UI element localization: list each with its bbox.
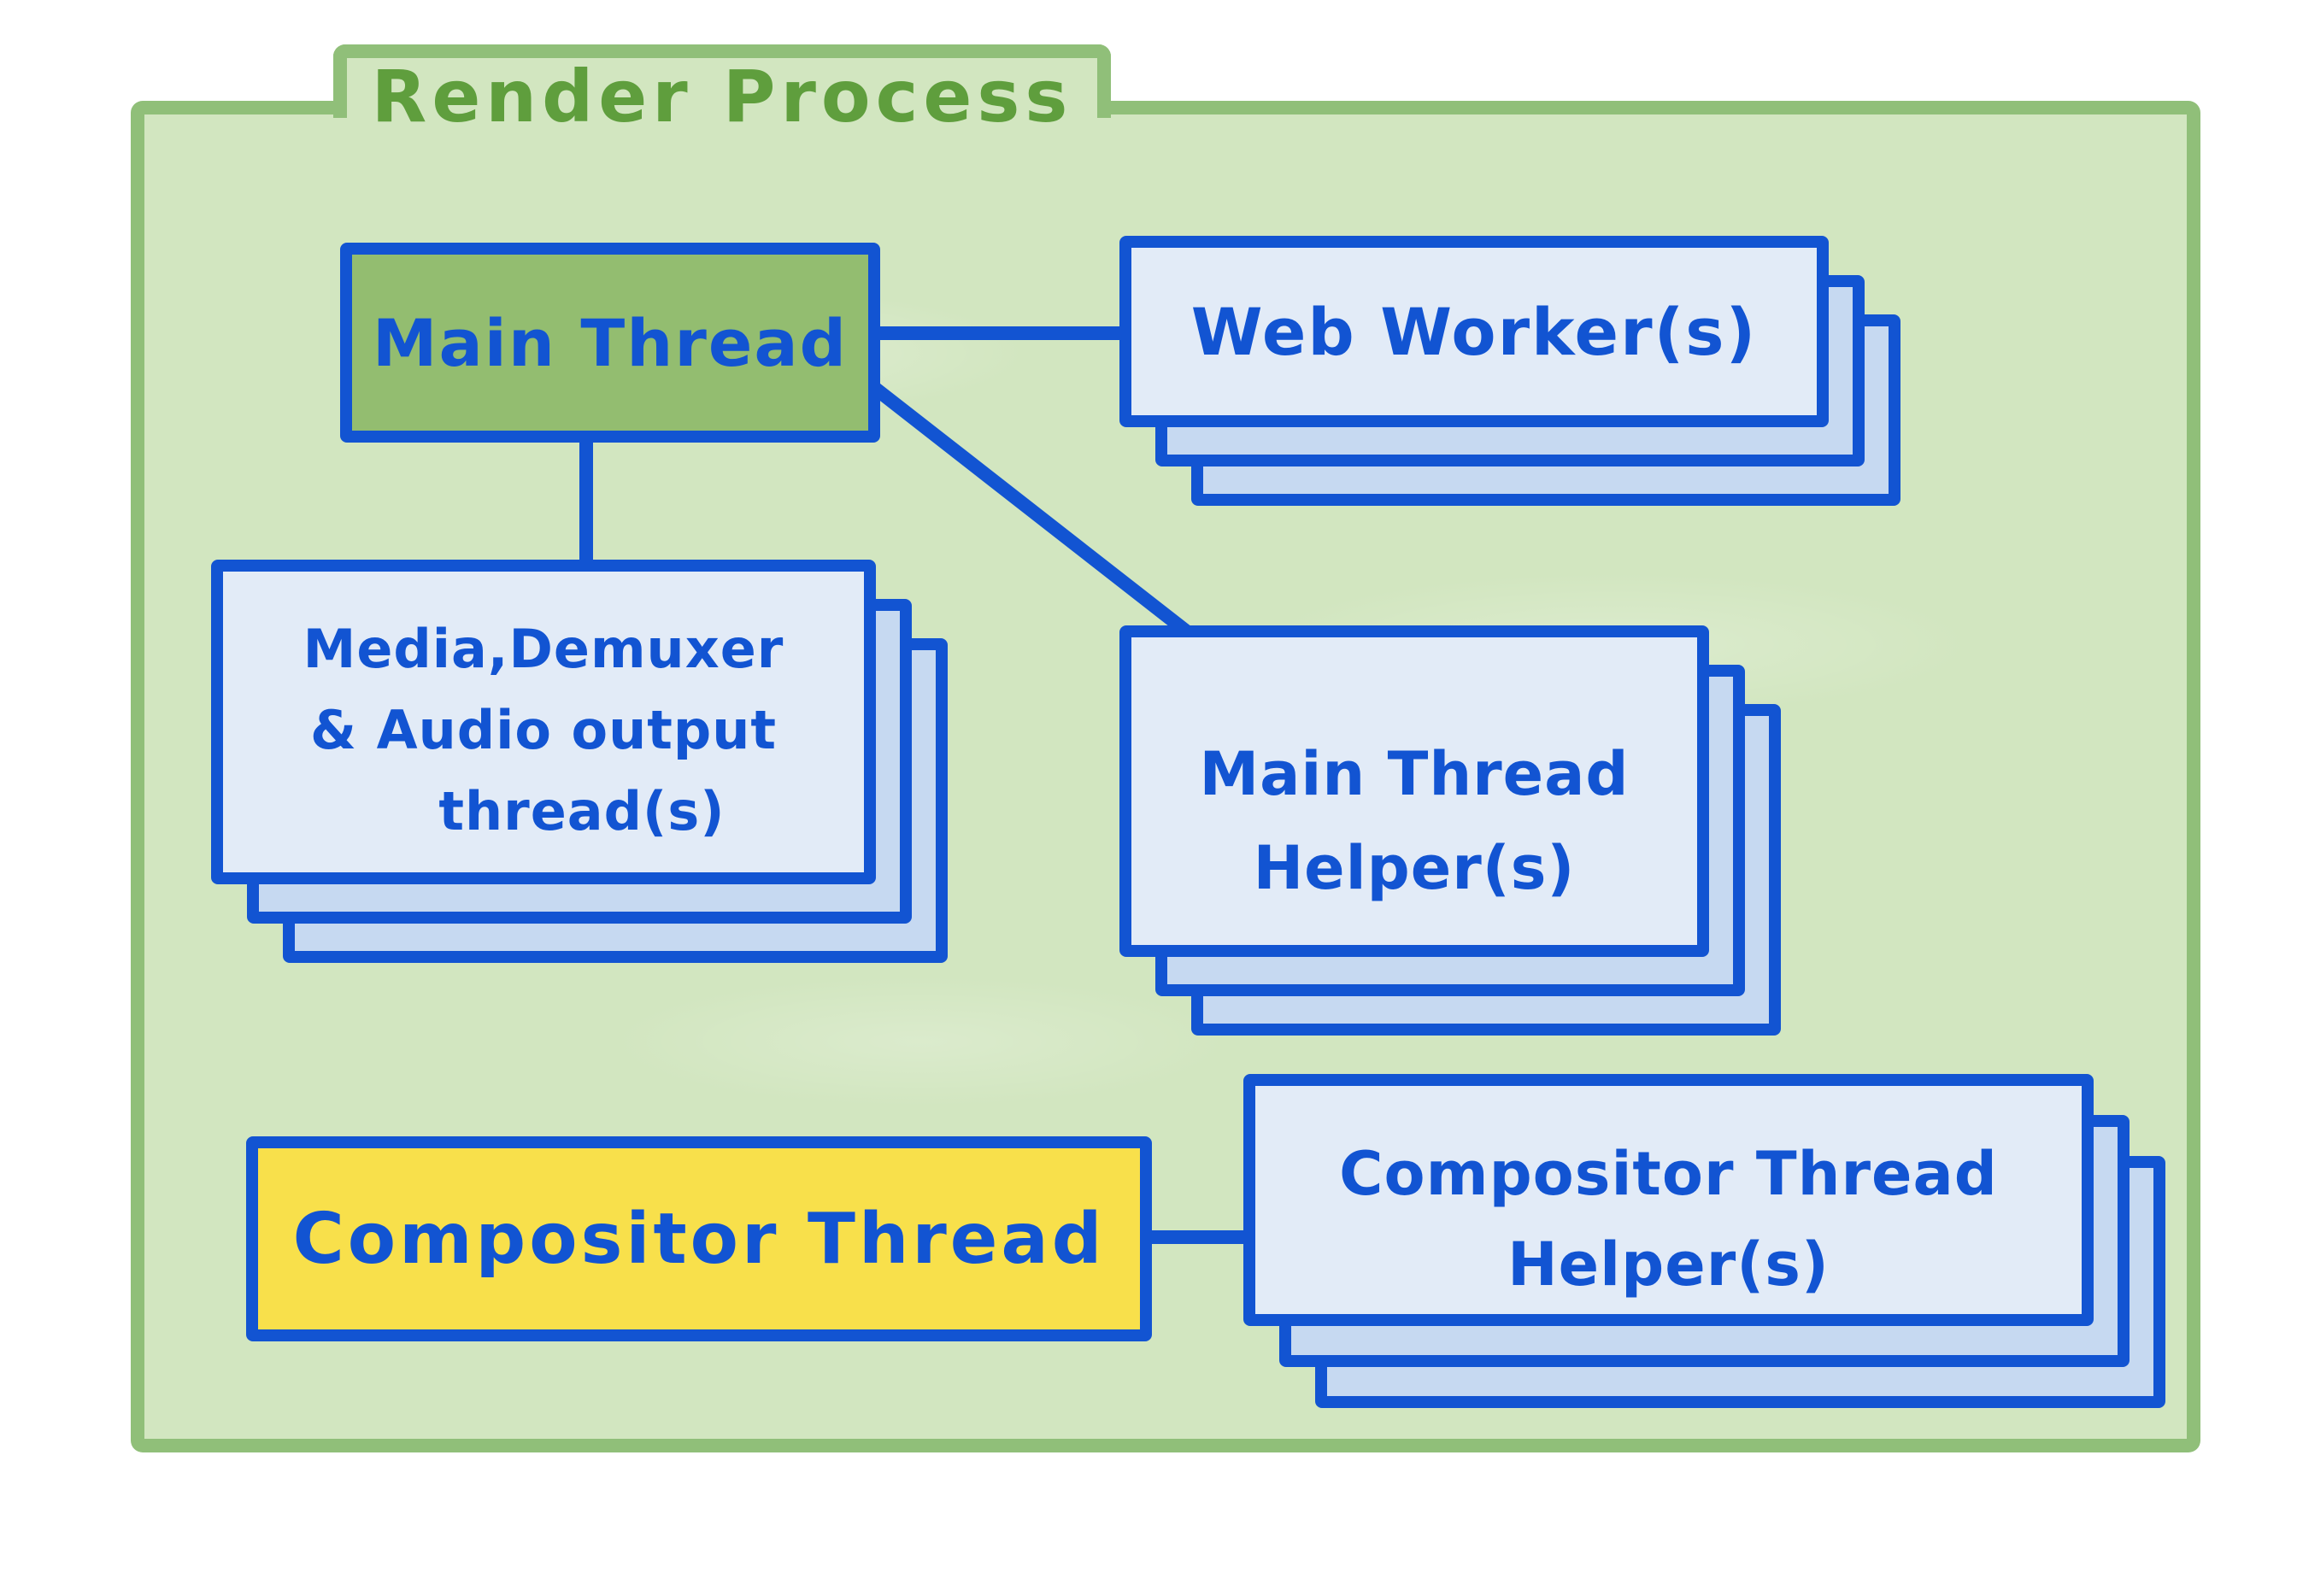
box-media-threads: Media,Demuxer & Audio output thread(s) (211, 560, 963, 970)
stack-card-front: Compositor Thread Helper(s) (1243, 1074, 2094, 1326)
box-compositor-thread-label: Compositor Thread (292, 1198, 1106, 1280)
box-web-workers-label: Web Worker(s) (1190, 293, 1758, 370)
box-compositor-thread-helpers-label-line2: Helper(s) (1507, 1229, 1830, 1300)
box-media-threads-label-line2: & Audio output (309, 698, 778, 761)
stack-card-front: Main Thread Helper(s) (1119, 625, 1709, 957)
box-main-thread-helpers-label-line2: Helper(s) (1253, 833, 1576, 903)
box-media-threads-label-line1: Media,Demuxer (303, 617, 784, 680)
box-compositor-thread-helpers-label-line1: Compositor Thread (1339, 1138, 1998, 1209)
stack-card-front: Web Worker(s) (1119, 236, 1829, 427)
box-web-workers: Web Worker(s) (1119, 236, 1914, 518)
box-compositor-thread-helpers: Compositor Thread Helper(s) (1243, 1074, 2179, 1416)
box-main-thread: Main Thread (340, 243, 880, 443)
stack-card-front: Media,Demuxer & Audio output thread(s) (211, 560, 876, 884)
box-main-thread-helpers-label-line1: Main Thread (1199, 739, 1630, 809)
box-main-thread-helpers: Main Thread Helper(s) (1119, 625, 1795, 1044)
folder-tab (333, 44, 1111, 118)
box-main-thread-label: Main Thread (372, 304, 849, 381)
diagram-title: Render Process (371, 55, 1073, 138)
box-media-threads-label-line3: thread(s) (438, 779, 726, 842)
box-compositor-thread: Compositor Thread (246, 1136, 1152, 1341)
connector-main-thread-main-thread-helpers (858, 373, 1203, 646)
